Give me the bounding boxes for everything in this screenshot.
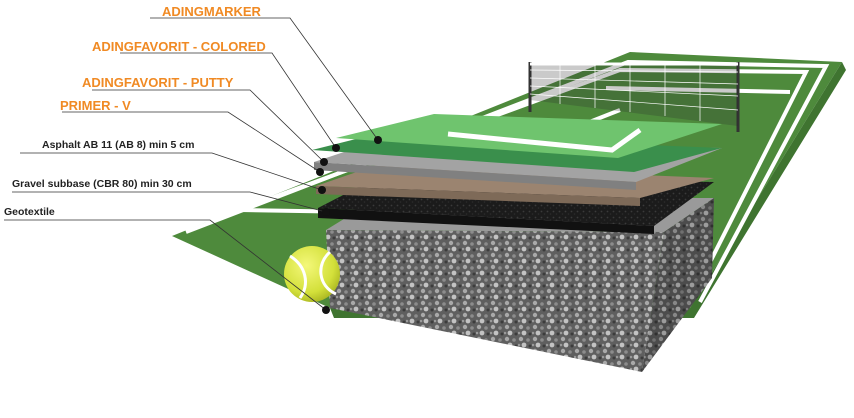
tennis-net-icon [528, 62, 740, 132]
adingmarker-layer [336, 114, 722, 158]
marker-line [447, 127, 642, 153]
putty-edge [316, 186, 640, 206]
leader-lines [4, 17, 379, 311]
label-gravel-subbase: Gravel subbase (CBR 80) min 30 cm [12, 178, 192, 190]
tennis-ball-icon [284, 246, 340, 302]
label-adingfavorit-colored: ADINGFAVORIT - COLORED [92, 39, 266, 54]
label-primer-v: PRIMER - V [60, 98, 131, 113]
label-adingfavorit-putty: ADINGFAVORIT - PUTTY [82, 75, 234, 90]
asphalt-edge [318, 208, 654, 234]
leader-dots [316, 136, 382, 314]
label-adingmarker: ADINGMARKER [162, 4, 261, 19]
label-geotextile: Geotextile [4, 206, 55, 218]
label-asphalt: Asphalt AB 11 (AB 8) min 5 cm [42, 139, 195, 151]
primer-edge [314, 162, 636, 190]
